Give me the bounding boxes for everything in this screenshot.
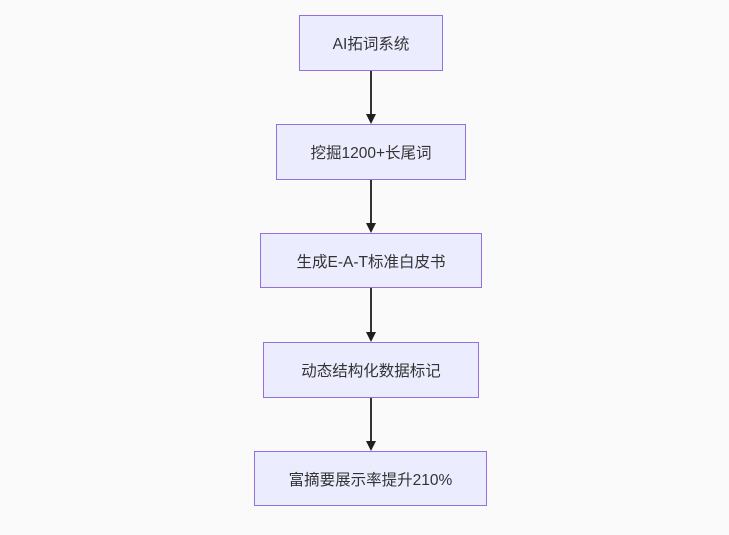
flow-edge-2 [366, 180, 376, 233]
arrowhead-down-icon [366, 114, 376, 124]
arrowhead-down-icon [366, 441, 376, 451]
flow-node-rich-snippet-result: 富摘要展示率提升210% [254, 451, 487, 506]
flow-node-label: 动态结构化数据标记 [301, 363, 441, 380]
flow-node-longtail-mining: 挖掘1200+长尾词 [276, 124, 466, 180]
edge-line [370, 288, 372, 332]
edge-line [370, 71, 372, 114]
edge-line [370, 180, 372, 223]
flow-node-structured-data-markup: 动态结构化数据标记 [263, 342, 479, 398]
flow-node-label: 挖掘1200+长尾词 [310, 145, 432, 162]
flow-edge-4 [366, 398, 376, 451]
arrowhead-down-icon [366, 332, 376, 342]
flow-node-ai-keyword-system: AI拓词系统 [299, 15, 443, 71]
edge-line [370, 398, 372, 441]
flow-edge-3 [366, 288, 376, 342]
flow-node-eat-whitepaper: 生成E-A-T标准白皮书 [260, 233, 482, 288]
flow-node-label: 生成E-A-T标准白皮书 [296, 253, 446, 271]
flow-node-label: 富摘要展示率提升210% [288, 471, 453, 489]
arrowhead-down-icon [366, 223, 376, 233]
flow-edge-1 [366, 71, 376, 124]
flow-node-label: AI拓词系统 [332, 36, 410, 53]
